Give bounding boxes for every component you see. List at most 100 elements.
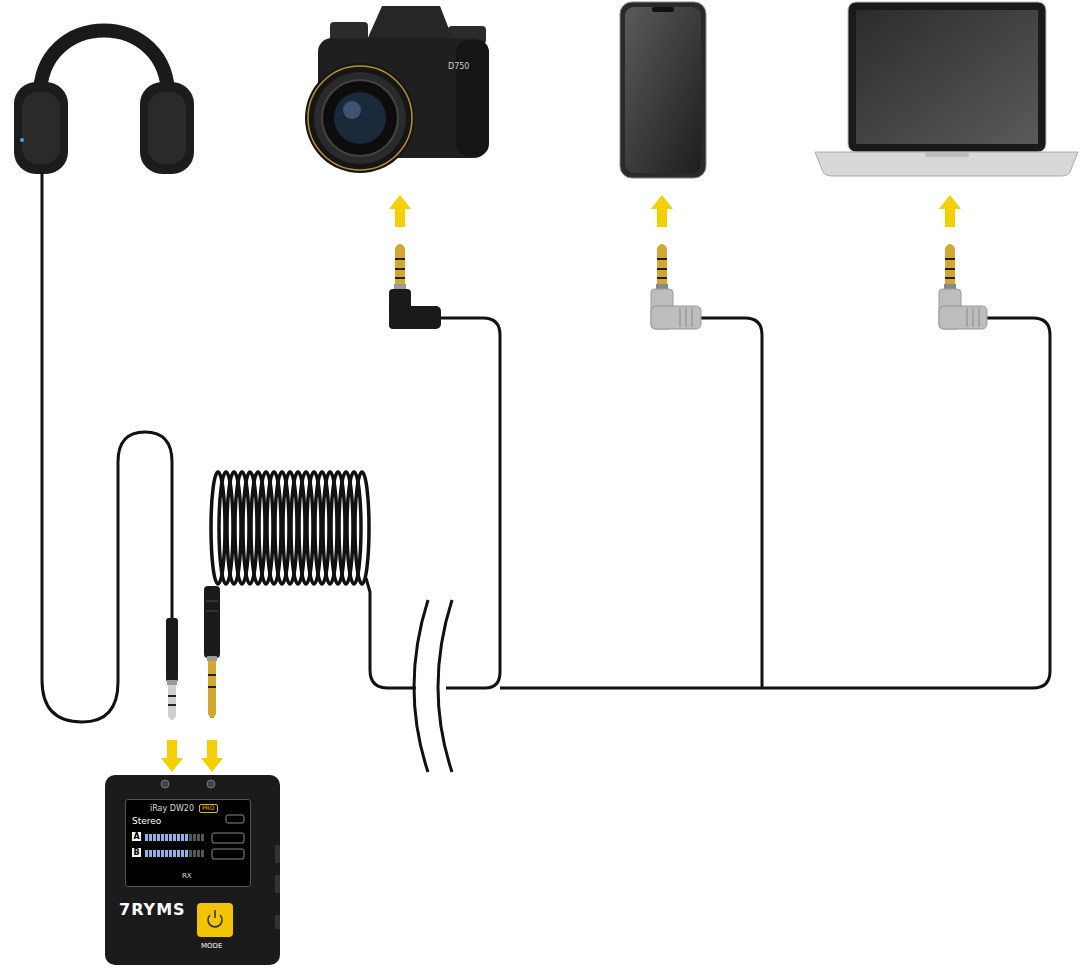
channel-label: B	[132, 848, 141, 857]
branch-cables-part	[700, 318, 762, 688]
straight-plug-part	[201, 740, 223, 772]
camera-plug	[389, 244, 441, 329]
phone-plug-part	[657, 244, 667, 286]
phone-plug-part	[651, 195, 673, 227]
headphones-part	[22, 92, 60, 164]
headphone-cable-part	[167, 680, 177, 685]
laptop-part	[848, 2, 1046, 152]
break-mark-part	[438, 600, 452, 772]
badge-label: PRO	[199, 804, 218, 813]
camera-node: D750	[305, 0, 490, 182]
camera	[305, 6, 489, 173]
model-label: iRay DW20	[150, 804, 194, 813]
camera-part	[322, 80, 398, 156]
headphone-cable	[42, 172, 183, 772]
screen-details-part	[153, 834, 156, 841]
cable-connector	[212, 182, 500, 718]
arrow-head	[389, 195, 411, 227]
screen-details-part	[197, 850, 200, 857]
screen-details-part	[157, 850, 160, 857]
laptop	[815, 2, 1078, 176]
headphone-cable-part	[42, 172, 172, 722]
screen-details-part	[177, 834, 180, 841]
receiver-details-part	[197, 903, 233, 937]
camera-part	[308, 66, 412, 170]
camera-part	[314, 72, 406, 164]
break-mark	[414, 600, 452, 772]
screen-details-part	[153, 850, 156, 857]
camera-part	[305, 63, 415, 173]
screen-details-part	[201, 850, 204, 857]
camera-part	[343, 101, 361, 119]
screen-details-part	[197, 834, 200, 841]
button-label: MODE	[201, 942, 222, 950]
model-label: D750	[448, 62, 469, 71]
camera-part	[334, 92, 386, 144]
phone-part	[625, 7, 701, 173]
screen-details-part	[149, 834, 152, 841]
camera-plug-part	[395, 268, 405, 270]
screen-details-part	[169, 850, 172, 857]
screen-details-part	[212, 849, 244, 859]
status-label: RX	[182, 872, 192, 880]
screen-details-part	[173, 834, 176, 841]
laptop-part	[815, 152, 1078, 176]
channel-label: A	[132, 832, 141, 841]
headphone-cable-part	[161, 740, 183, 772]
laptop-plug-part	[945, 268, 955, 270]
break-mark-part	[414, 600, 428, 772]
laptop-part	[856, 10, 1038, 144]
laptop-part	[925, 152, 969, 157]
screen-details-part	[181, 850, 184, 857]
receiver-body: 7RYMSMODEiRay DW20PROStereoABRX	[105, 775, 280, 965]
screen-details-part	[189, 850, 192, 857]
phone-plug-part	[657, 268, 667, 270]
receiver-details-part	[161, 780, 169, 788]
coiled-cable	[211, 472, 369, 584]
receiver-details-part	[275, 875, 280, 893]
screen-details-part	[185, 850, 188, 857]
brand-label: 7RYMS	[119, 901, 186, 919]
laptop-plug-part	[939, 195, 961, 227]
screen-details-part	[173, 850, 176, 857]
branch-cables-part	[500, 318, 1050, 688]
screen-details-part	[226, 815, 244, 823]
camera-part	[456, 40, 489, 156]
break-mark-part	[416, 676, 446, 700]
receiver-details-part	[214, 910, 216, 918]
camera-plug-part	[395, 277, 405, 279]
receiver-details-part	[275, 845, 280, 863]
screen-details-part	[212, 833, 244, 843]
camera-plug-part	[395, 244, 405, 286]
laptop-plug	[939, 195, 987, 329]
screen-details-part	[157, 834, 160, 841]
screen-details-part	[161, 850, 164, 857]
screen-details-part	[145, 850, 148, 857]
receiver-details-part	[207, 780, 215, 788]
screen-details-part	[165, 850, 168, 857]
straight-plug-part	[204, 586, 220, 658]
laptop-plug-part	[945, 258, 955, 260]
phone	[620, 2, 706, 178]
screen-details-part	[193, 850, 196, 857]
screen-details-part	[185, 834, 188, 841]
receiver-details-part	[275, 915, 280, 929]
receiver-screen: iRay DW20PROStereoABRX	[125, 799, 251, 887]
straight-plug-part	[208, 686, 216, 688]
laptop-plug-part	[967, 308, 979, 327]
screen-details-part	[161, 834, 164, 841]
straight-plug-part	[207, 656, 217, 661]
laptop-plug-part	[939, 306, 987, 329]
straight-plug-part	[208, 674, 216, 676]
headphones-part	[148, 92, 186, 164]
headphone-cable-part	[168, 695, 176, 697]
screen-details-part	[201, 834, 204, 841]
phone-part	[620, 2, 706, 178]
headphones	[14, 31, 194, 175]
laptop-plug-part	[945, 277, 955, 279]
coiled-cable-part	[355, 472, 369, 584]
screen-details-part	[177, 850, 180, 857]
branch-cables	[500, 318, 1050, 688]
headphones-part	[140, 82, 194, 174]
